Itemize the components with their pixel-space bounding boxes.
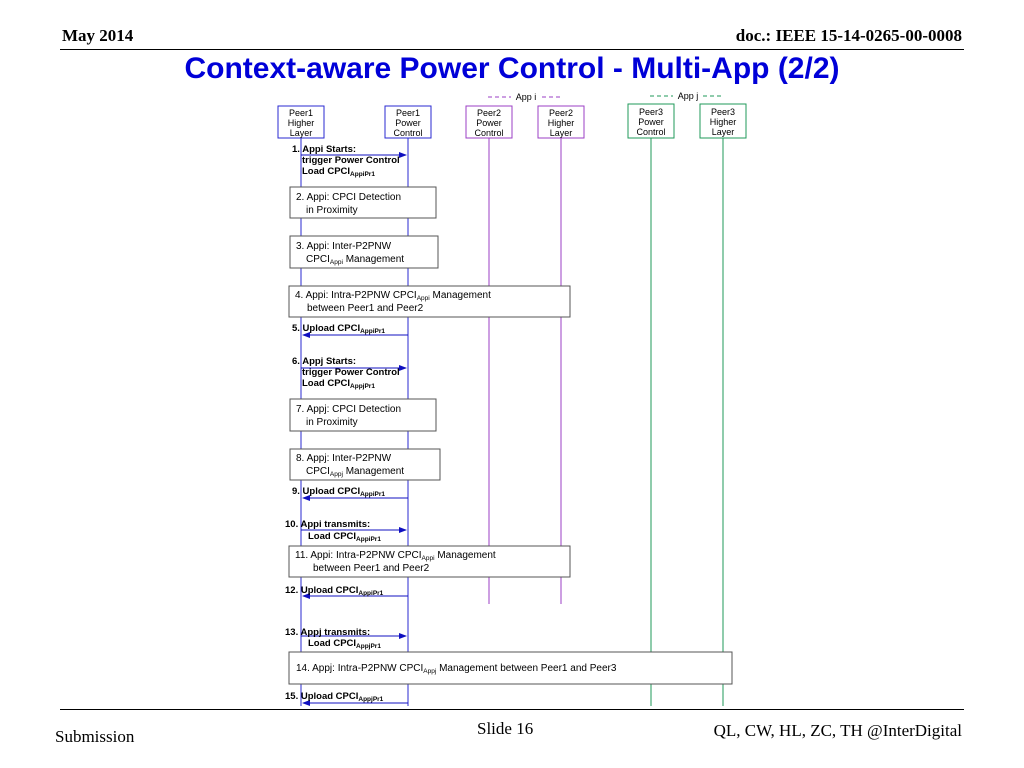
svg-text:Load CPCIAppiPr1: Load CPCIAppiPr1	[302, 166, 375, 178]
svg-text:10. Appi transmits:: 10. Appi transmits:	[285, 519, 370, 530]
svg-text:Layer: Layer	[550, 128, 573, 138]
svg-text:9. Upload CPCIAppiPr1: 9. Upload CPCIAppiPr1	[292, 486, 385, 498]
lifeline-peer2-higher-layer: Peer2 Higher Layer	[537, 105, 585, 604]
svg-text:15. Upload CPCIAppjPr1: 15. Upload CPCIAppjPr1	[285, 691, 384, 703]
header-doc-id: doc.: IEEE 15-14-0265-00-0008	[735, 26, 962, 45]
svg-text:6. Appj Starts:: 6. Appj Starts:	[292, 356, 356, 367]
process-box-step-2: 2. Appi: CPCI Detection in Proximity	[289, 186, 437, 219]
svg-text:Load CPCIAppiPr1: Load CPCIAppiPr1	[308, 531, 381, 543]
lifeline-peer3-power-control: Peer3 Power Control	[627, 103, 675, 706]
svg-text:Layer: Layer	[712, 127, 735, 137]
group-app-j: App j	[650, 91, 723, 101]
message-step-1: 1. Appi Starts: trigger Power Control Lo…	[292, 144, 407, 178]
process-box-step-8: 8. Appj: Inter-P2PNW CPCIAppj Management	[289, 448, 441, 481]
svg-text:13. Appj transmits:: 13. Appj transmits:	[285, 627, 370, 638]
svg-text:3. Appi: Inter-P2PNW: 3. Appi: Inter-P2PNW	[296, 241, 392, 252]
svg-text:Control: Control	[636, 127, 665, 137]
svg-text:14. Appj: Intra-P2PNW CPCIAppj: 14. Appj: Intra-P2PNW CPCIAppj Managemen…	[296, 663, 617, 675]
message-step-13: 13. Appj transmits: Load CPCIAppjPr1	[285, 627, 407, 650]
footer-slide-number: Slide 16	[477, 719, 534, 738]
svg-text:Higher: Higher	[548, 118, 575, 128]
svg-text:Power: Power	[395, 118, 421, 128]
message-step-15: 15. Upload CPCIAppjPr1	[285, 691, 408, 706]
svg-text:in Proximity: in Proximity	[306, 205, 358, 216]
footer-submission: Submission	[55, 727, 135, 746]
svg-text:Power: Power	[638, 117, 664, 127]
svg-text:11. Appi: Intra-P2PNW CPCIAppi: 11. Appi: Intra-P2PNW CPCIAppi Managemen…	[295, 550, 496, 562]
header-date: May 2014	[62, 26, 134, 45]
message-step-10: 10. Appi transmits: Load CPCIAppiPr1	[285, 519, 407, 543]
message-step-5: 5. Upload CPCIAppiPr1	[292, 323, 408, 338]
header-rule	[60, 49, 964, 50]
message-step-6: 6. Appj Starts: trigger Power Control Lo…	[292, 356, 407, 390]
svg-text:1. Appi Starts:: 1. Appi Starts:	[292, 144, 356, 155]
message-step-9: 9. Upload CPCIAppiPr1	[292, 486, 408, 501]
process-box-step-14: 14. Appj: Intra-P2PNW CPCIAppj Managemen…	[288, 651, 733, 685]
svg-text:4. Appi: Intra-P2PNW CPCIAppi: 4. Appi: Intra-P2PNW CPCIAppi Management	[295, 290, 491, 302]
svg-text:Power: Power	[476, 118, 502, 128]
svg-text:12. Upload CPCIAppiPr1: 12. Upload CPCIAppiPr1	[285, 585, 384, 597]
group-app-i-label: App i	[516, 92, 537, 102]
slide-title: Context-aware Power Control - Multi-App …	[184, 52, 840, 85]
svg-text:Control: Control	[474, 128, 503, 138]
svg-text:in Proximity: in Proximity	[306, 417, 358, 428]
svg-text:trigger Power Control: trigger Power Control	[302, 155, 400, 166]
svg-text:CPCIAppi Management: CPCIAppi Management	[306, 254, 404, 266]
svg-text:CPCIAppj Management: CPCIAppj Management	[306, 466, 404, 478]
svg-text:between Peer1 and Peer2: between Peer1 and Peer2	[313, 563, 430, 574]
svg-text:Layer: Layer	[290, 128, 313, 138]
group-app-j-label: App j	[678, 91, 699, 101]
svg-text:between Peer1 and Peer2: between Peer1 and Peer2	[307, 303, 424, 314]
svg-text:5. Upload CPCIAppiPr1: 5. Upload CPCIAppiPr1	[292, 323, 385, 335]
svg-text:8. Appj: Inter-P2PNW: 8. Appj: Inter-P2PNW	[296, 453, 392, 464]
svg-text:Load CPCIAppjPr1: Load CPCIAppjPr1	[308, 638, 381, 650]
svg-text:trigger Power Control: trigger Power Control	[302, 367, 400, 378]
svg-text:Higher: Higher	[710, 117, 737, 127]
process-box-step-4: 4. Appi: Intra-P2PNW CPCIAppi Management…	[288, 285, 571, 318]
group-app-i: App i	[488, 92, 562, 102]
lifeline-peer2-power-control: Peer2 Power Control	[465, 105, 513, 604]
lifeline-peer3-higher-layer: Peer3 Higher Layer	[699, 103, 747, 706]
footer-rule	[60, 709, 964, 710]
message-step-12: 12. Upload CPCIAppiPr1	[285, 585, 408, 599]
svg-text:Peer1: Peer1	[289, 108, 313, 118]
svg-text:Peer1: Peer1	[396, 108, 420, 118]
svg-text:Load CPCIAppjPr1: Load CPCIAppjPr1	[302, 378, 375, 390]
svg-text:Peer2: Peer2	[477, 108, 501, 118]
footer-authors: QL, CW, HL, ZC, TH @InterDigital	[713, 721, 962, 740]
svg-text:2. Appi: CPCI Detection: 2. Appi: CPCI Detection	[296, 192, 401, 203]
svg-text:Control: Control	[393, 128, 422, 138]
svg-text:Peer3: Peer3	[711, 107, 735, 117]
svg-text:Higher: Higher	[288, 118, 315, 128]
svg-text:Peer3: Peer3	[639, 107, 663, 117]
process-box-step-11: 11. Appi: Intra-P2PNW CPCIAppi Managemen…	[288, 545, 571, 578]
svg-text:7. Appj: CPCI Detection: 7. Appj: CPCI Detection	[296, 404, 401, 415]
svg-text:Peer2: Peer2	[549, 108, 573, 118]
process-box-step-7: 7. Appj: CPCI Detection in Proximity	[289, 398, 437, 432]
process-box-step-3: 3. Appi: Inter-P2PNW CPCIAppi Management	[289, 235, 439, 269]
